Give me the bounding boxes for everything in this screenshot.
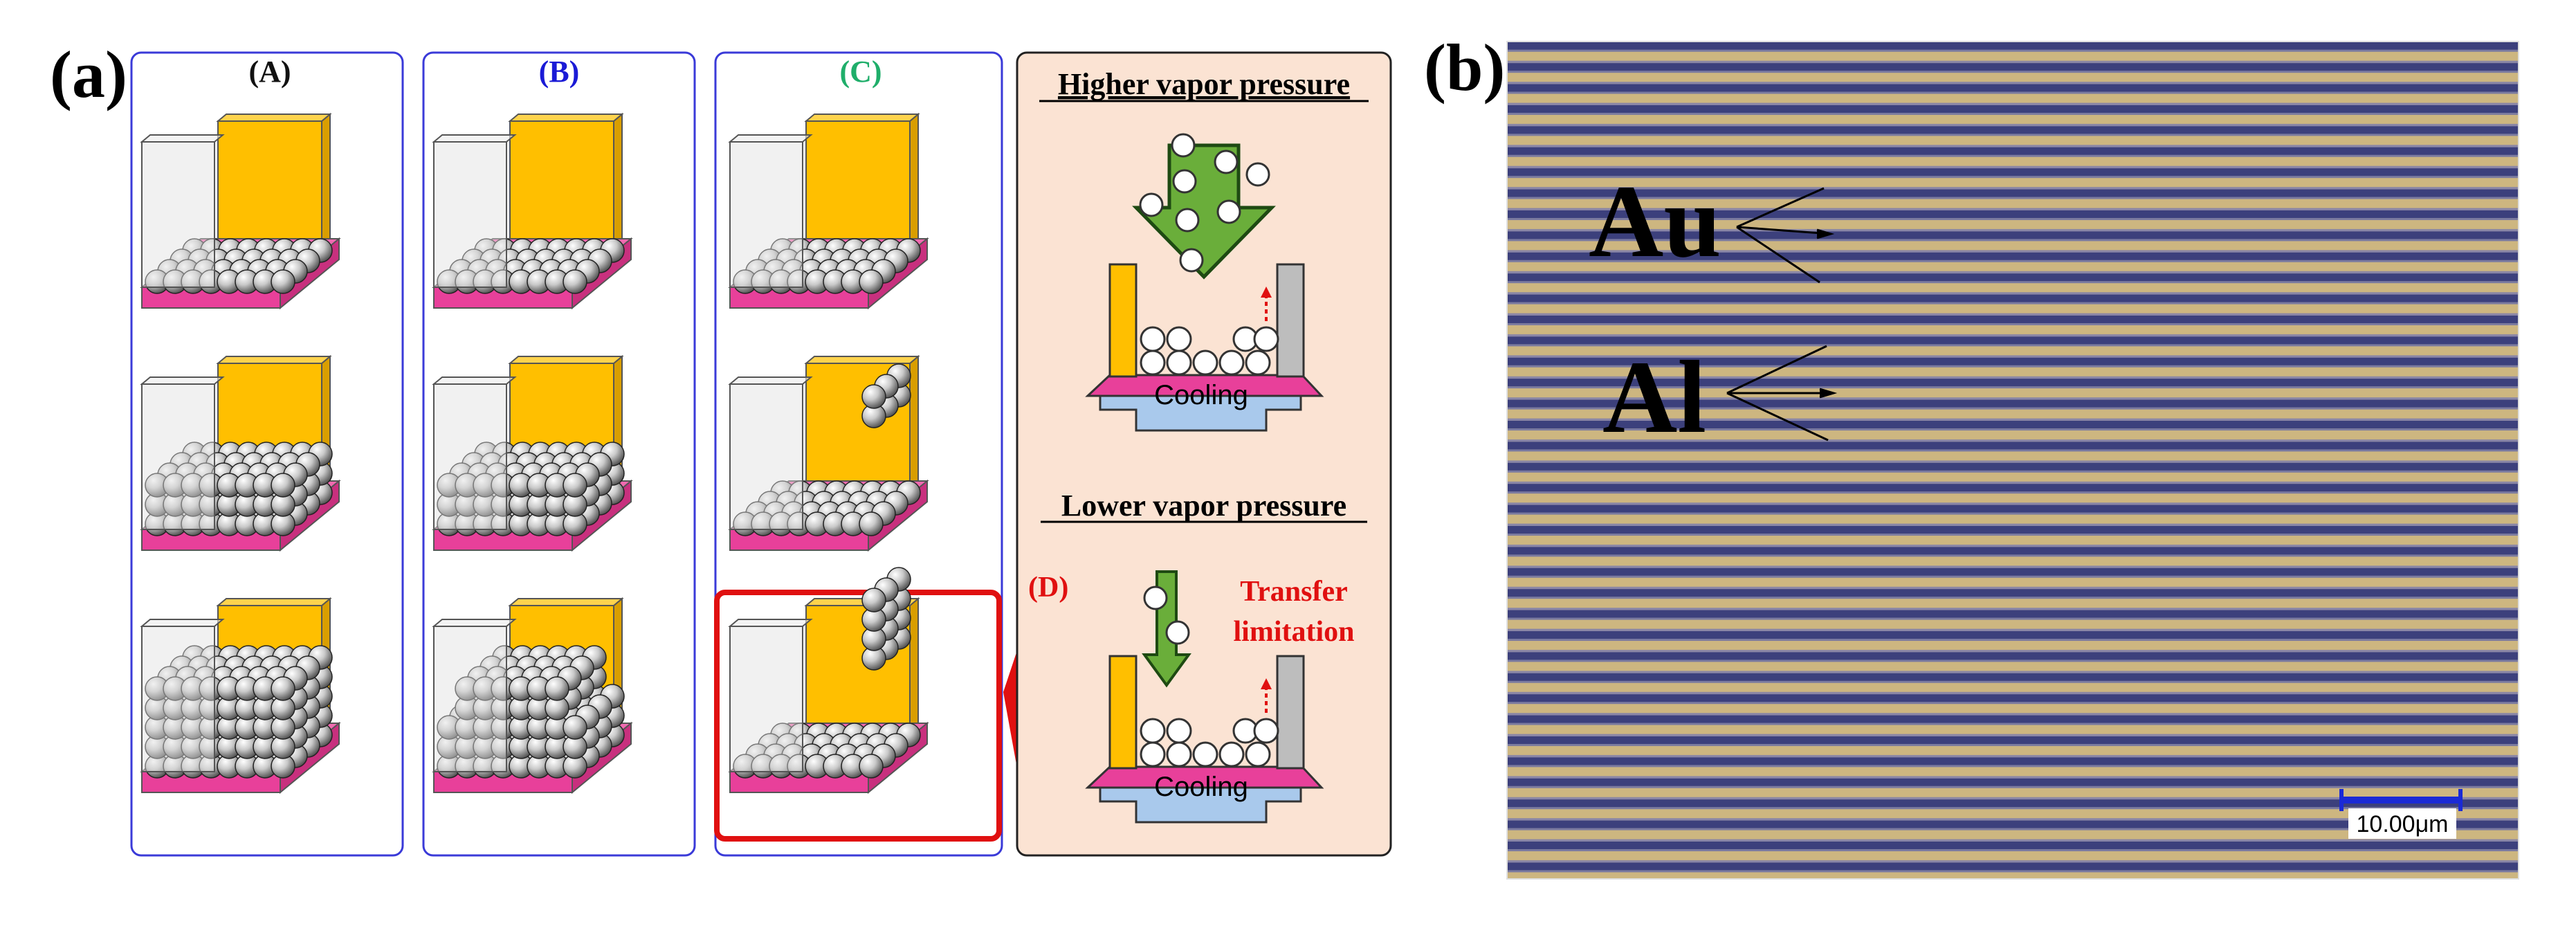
column-b-label: (B) <box>539 55 580 89</box>
growth-cell-C-1 <box>728 354 929 552</box>
growth-cell-C-0 <box>728 112 929 310</box>
micrograph-border <box>1506 41 2519 880</box>
trench-low <box>1085 655 1324 824</box>
al-arrows <box>1726 345 1838 442</box>
panel-a-label: (a) <box>50 37 127 111</box>
column-a-label: (A) <box>248 55 291 89</box>
column-c-label: (C) <box>839 55 881 89</box>
trench-high <box>1085 263 1324 432</box>
au-arrows <box>1736 187 1835 284</box>
vapor-particle-low-1 <box>1143 585 1168 610</box>
growth-cell-B-2 <box>432 597 633 795</box>
transfer-line2: limitation <box>1234 616 1355 648</box>
panel-b-label: (b) <box>1424 30 1505 105</box>
transfer-line1: Transfer <box>1240 576 1348 608</box>
cooling-label-bottom: Cooling <box>1154 772 1248 802</box>
high-flux-arrow <box>1132 143 1276 280</box>
growth-cell-B-1 <box>432 354 633 552</box>
growth-cell-A-0 <box>140 112 341 310</box>
vapor-particles-high <box>1139 133 1270 273</box>
scale-bar <box>2339 789 2463 839</box>
callout-wedge <box>1003 651 1017 768</box>
mechanism-panel <box>1016 51 1392 857</box>
d-label: (D) <box>1028 572 1068 603</box>
higher-vapor-title: Higher vapor pressure <box>1058 67 1350 101</box>
growth-cell-C-2 <box>728 567 929 795</box>
scale-bar-label: 10.00μm <box>2357 811 2449 837</box>
growth-cell-A-2 <box>140 597 341 795</box>
au-label: Au <box>1589 164 1721 279</box>
growth-cell-A-1 <box>140 354 341 552</box>
lower-vapor-title: Lower vapor pressure <box>1061 489 1346 523</box>
vapor-particle-low-2 <box>1165 620 1190 645</box>
al-label: Al <box>1602 340 1706 455</box>
growth-cell-B-0 <box>432 112 633 310</box>
highlight-box <box>714 590 1002 842</box>
growth-cells <box>140 112 929 795</box>
cooling-label-top: Cooling <box>1154 380 1248 410</box>
micrograph <box>1507 42 2519 879</box>
